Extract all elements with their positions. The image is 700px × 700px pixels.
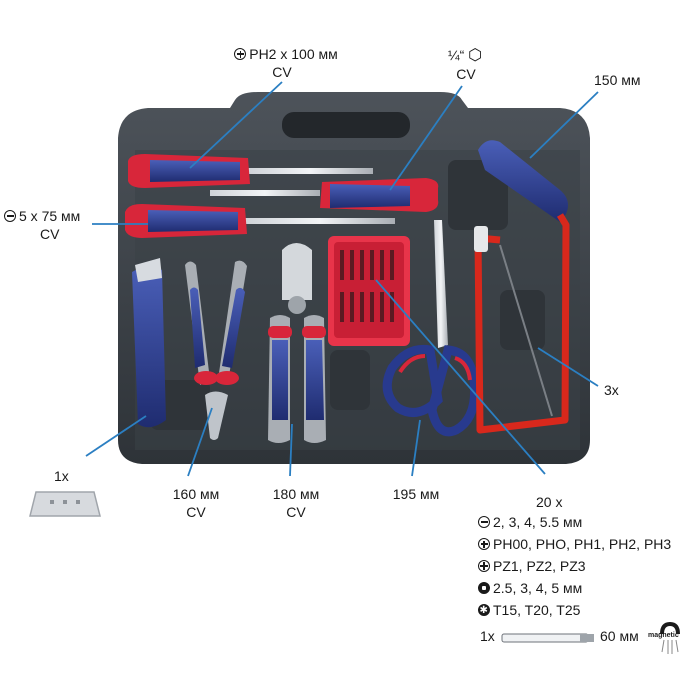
phillips-icon	[478, 538, 490, 550]
bit-row-pozidriv: PZ1, PZ2, PZ3	[478, 558, 586, 575]
case-handle-slot	[282, 112, 410, 138]
slotted-icon	[478, 516, 490, 528]
leader-hex	[389, 85, 463, 191]
pozidriv-icon	[478, 560, 490, 572]
leader-knife	[85, 415, 147, 457]
leader-lines	[85, 81, 599, 477]
bit-holder-graphic	[501, 622, 680, 654]
leader-ph2	[189, 81, 283, 169]
spare-knife-blade	[29, 491, 101, 517]
leader-pliers-160	[187, 407, 213, 477]
pliers-180-label: 180 мм	[272, 486, 320, 502]
bits-count-label: 20 x	[536, 494, 563, 510]
hacksaw	[474, 140, 570, 434]
leader-saw	[529, 91, 599, 159]
magnetic-label: magnetic	[648, 632, 679, 639]
saw-length-label: 150 мм	[594, 72, 641, 88]
pliers-160-label: 160 мм	[172, 486, 220, 502]
slotted-icon	[4, 210, 16, 222]
hex-size-label: ¼“ ⬡	[447, 45, 483, 64]
hex-socket-icon	[478, 582, 490, 594]
screwdriver-slotted	[125, 204, 395, 238]
pliers-180-material-label: CV	[286, 504, 306, 520]
torx-icon	[478, 602, 490, 619]
leader-scissors	[411, 419, 421, 477]
saw-blade-count-label: 3x	[604, 382, 619, 398]
screwdriver-phillips	[128, 154, 373, 188]
phillips-icon	[234, 48, 247, 60]
knife-blade-count-label: 1x	[54, 468, 69, 484]
pliers-160-material-label: CV	[186, 504, 206, 520]
hex-icon: ⬡	[468, 45, 483, 64]
slot-screwdriver-label: 5 x 75 мм	[4, 208, 80, 225]
pliers-180	[268, 243, 326, 443]
leader-blades	[537, 347, 599, 387]
leader-bits	[375, 279, 546, 475]
utility-knife	[132, 258, 166, 428]
hex-material-label: CV	[456, 66, 476, 82]
bit-row-hex: 2.5, 3, 4, 5 мм	[478, 580, 582, 597]
bit-row-torx: T15, T20, T25	[478, 602, 580, 619]
bit-holder-count-label: 1x	[480, 628, 495, 644]
slot-material-label: CV	[40, 226, 60, 242]
scissors	[382, 220, 480, 437]
pliers-160	[185, 260, 247, 440]
bit-row-slotted: 2, 3, 4, 5.5 мм	[478, 514, 582, 531]
bit-holder-length-label: 60 мм	[600, 628, 639, 644]
scissors-label: 195 мм	[392, 486, 440, 502]
leader-pliers-180	[289, 423, 293, 477]
bit-row-phillips: PH00, PHO, PH1, PH2, PH3	[478, 536, 671, 553]
ph2-screwdriver-label: PH2 x 100 мм	[222, 46, 350, 63]
ph2-material-label: CV	[272, 64, 292, 80]
bit-box	[328, 236, 410, 346]
